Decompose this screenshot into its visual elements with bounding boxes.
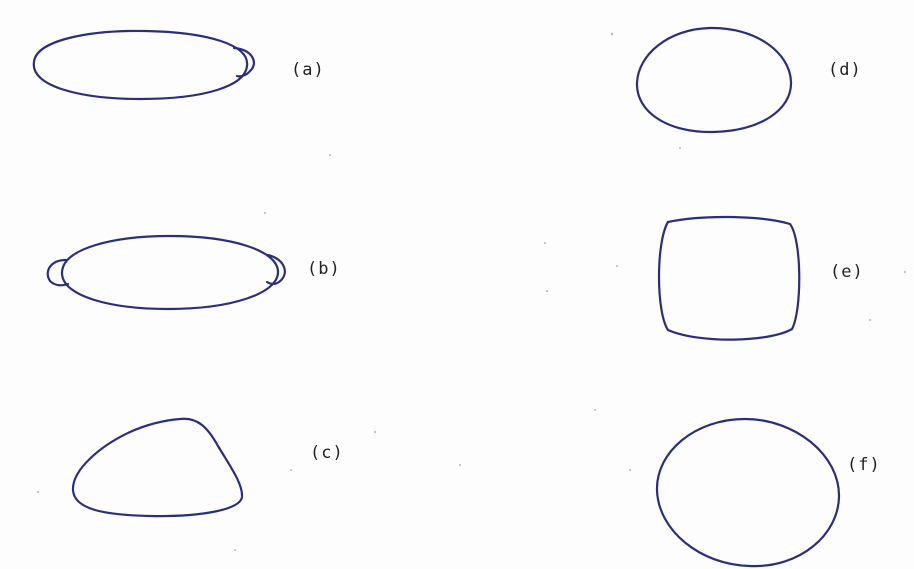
label-e: (e): [830, 262, 864, 282]
label-d: (d): [828, 60, 862, 80]
shape-b: [46, 234, 286, 311]
shape-f: [655, 417, 841, 568]
label-f: (f): [847, 455, 881, 475]
shape-e: [657, 215, 801, 341]
shape-b-outline: [60, 234, 280, 311]
label-b: (b): [307, 259, 341, 279]
shape-a-outline: [32, 29, 249, 101]
shape-a-end-cap: [232, 46, 255, 78]
label-a: (a): [291, 60, 325, 80]
shape-c: [71, 417, 244, 518]
shape-d: [635, 26, 793, 134]
scan-specks: [37, 32, 906, 551]
shape-b-right-cap: [265, 253, 286, 285]
shape-d-outline: [635, 26, 793, 134]
label-c: (c): [310, 443, 344, 463]
shape-c-outline: [71, 417, 244, 518]
shape-e-outline: [657, 215, 801, 341]
shape-a: [32, 29, 255, 101]
shape-b-left-cap: [46, 258, 70, 287]
shape-f-outline: [655, 417, 841, 568]
